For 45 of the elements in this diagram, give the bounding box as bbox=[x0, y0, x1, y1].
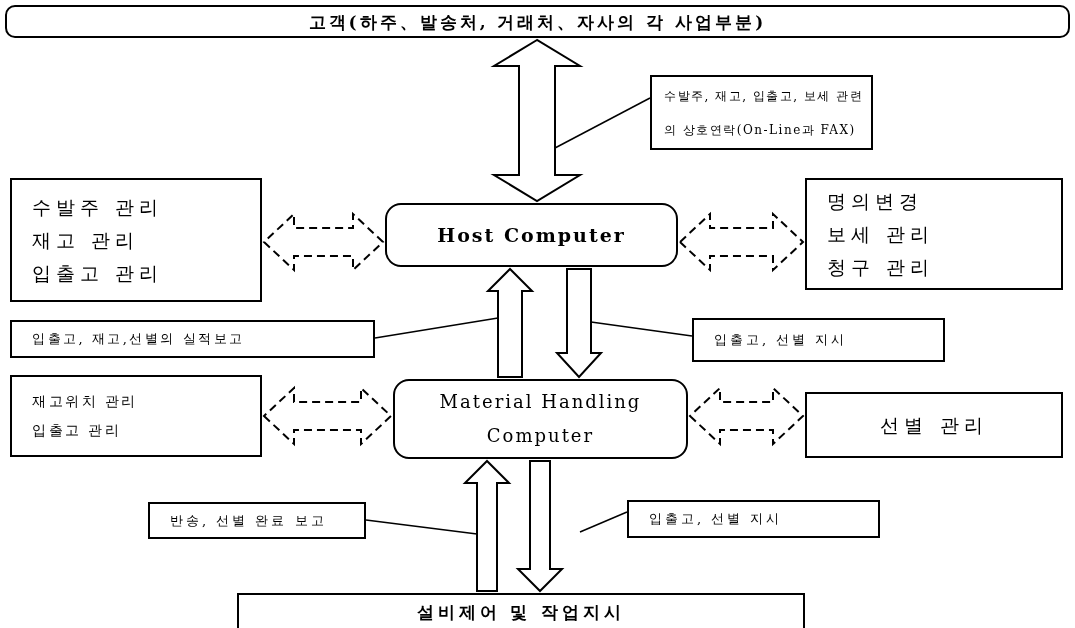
function-box bbox=[805, 178, 1063, 290]
process-box bbox=[237, 593, 805, 628]
leader-line bbox=[590, 321, 693, 337]
node-text: 입출고 관리 bbox=[32, 260, 164, 286]
callout-box bbox=[148, 502, 366, 539]
dashed-double-arrow bbox=[262, 385, 393, 447]
computer-box bbox=[385, 203, 678, 267]
function-box bbox=[10, 375, 262, 457]
dashed-double-arrow bbox=[678, 211, 805, 273]
callout-box bbox=[627, 500, 880, 538]
node-text: 보세 관리 bbox=[827, 221, 935, 247]
node-text: 입출고, 재고,선별의 실적보고 bbox=[32, 330, 245, 348]
node-text: 설비제어 및 작업지시 bbox=[416, 601, 626, 623]
node-text: 반송, 선별 완료 보고 bbox=[170, 511, 327, 530]
node-text: Material Handling Computer bbox=[438, 390, 643, 448]
dashed-double-arrow bbox=[688, 385, 805, 447]
node-text: 재고위치 관리 bbox=[32, 392, 138, 411]
block-arrow bbox=[554, 268, 604, 379]
node-text: 청구 관리 bbox=[827, 254, 935, 280]
node-text: Host Computer bbox=[437, 223, 626, 247]
leader-line bbox=[554, 97, 651, 149]
node-text: 수발주 관리 bbox=[32, 194, 164, 220]
function-box bbox=[10, 178, 262, 302]
leader-line bbox=[579, 511, 628, 533]
block-arrow bbox=[462, 459, 512, 592]
node-text: 수발주, 재고, 입출고, 보세 관련 의 상호연락(On-Line과 FAX) bbox=[664, 87, 865, 139]
node-text: 입출고, 선별 지시 bbox=[714, 331, 848, 349]
block-arrow bbox=[485, 267, 535, 378]
callout-box bbox=[650, 75, 873, 150]
node-text: 입출고, 선별 지시 bbox=[649, 510, 783, 528]
block-arrow bbox=[490, 38, 584, 203]
dashed-double-arrow bbox=[262, 211, 385, 273]
callout-box bbox=[692, 318, 945, 362]
function-box bbox=[805, 392, 1063, 458]
process-box bbox=[5, 5, 1070, 38]
leader-line bbox=[365, 519, 478, 535]
block-arrow bbox=[515, 460, 565, 593]
callout-box bbox=[10, 320, 375, 358]
node-text: 선별 관리 bbox=[880, 413, 988, 437]
node-text: 입출고 관리 bbox=[32, 421, 122, 440]
computer-box bbox=[393, 379, 688, 459]
node-text: 재고 관리 bbox=[32, 227, 140, 253]
leader-line bbox=[374, 317, 499, 339]
node-text: 고객(하주、발송처, 거래처、자사의 각 사업부분) bbox=[308, 10, 767, 33]
node-text: 명의변경 bbox=[827, 188, 923, 214]
